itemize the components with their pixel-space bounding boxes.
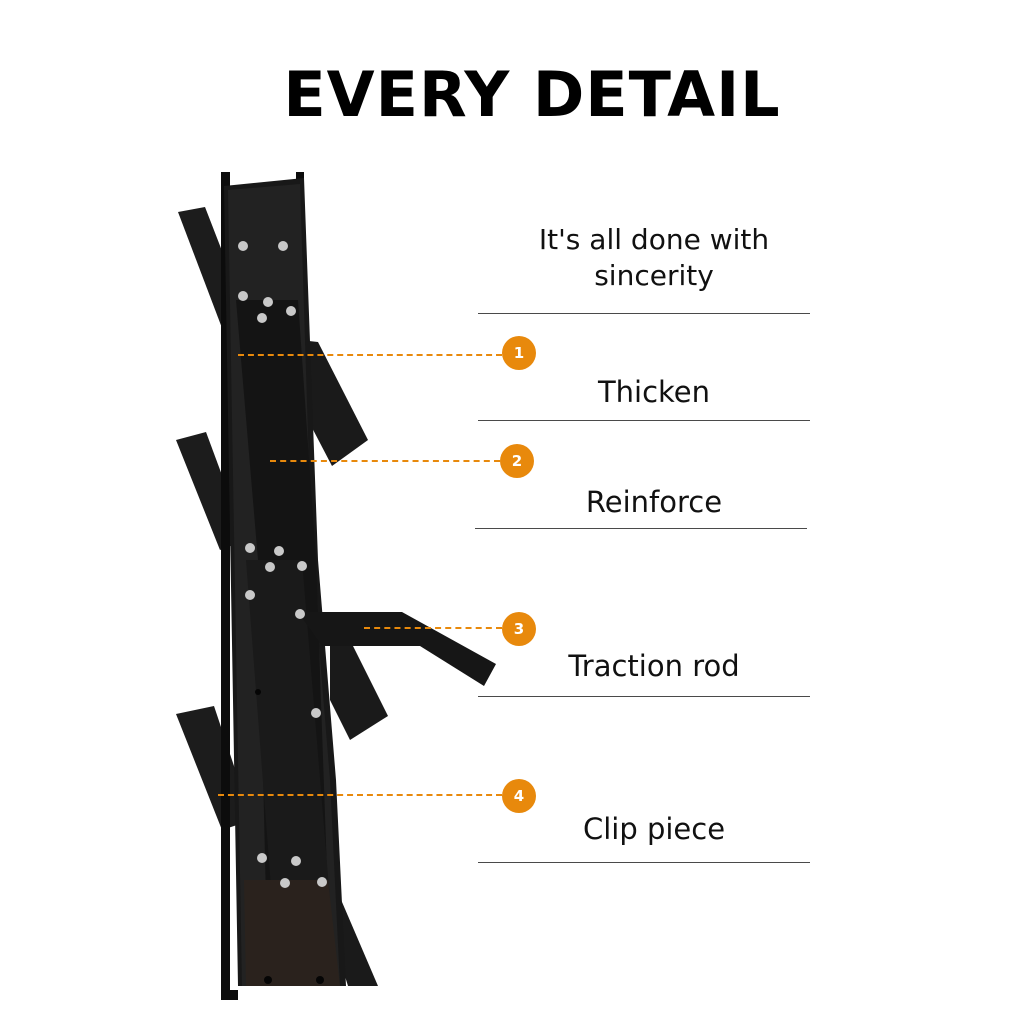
leader-line-4 xyxy=(218,794,502,796)
divider xyxy=(478,420,810,421)
divider xyxy=(478,696,810,697)
divider xyxy=(475,528,807,529)
feature-label-thicken: Thicken xyxy=(597,375,711,409)
badge-1: 1 xyxy=(502,336,536,370)
feature-label-traction-rod: Traction rod xyxy=(568,649,740,683)
feature-label-reinforce: Reinforce xyxy=(585,485,723,519)
divider xyxy=(478,313,810,314)
divider xyxy=(478,862,810,863)
badge-3: 3 xyxy=(502,612,536,646)
badge-2: 2 xyxy=(500,444,534,478)
page-title: EVERY DETAIL xyxy=(283,58,781,131)
leader-line-2 xyxy=(270,460,500,462)
leader-line-3 xyxy=(364,627,502,629)
badge-4: 4 xyxy=(502,779,536,813)
leader-line-1 xyxy=(238,354,502,356)
tagline: It's all done with sincerity xyxy=(538,223,770,292)
feature-label-clip-piece: Clip piece xyxy=(582,812,726,846)
